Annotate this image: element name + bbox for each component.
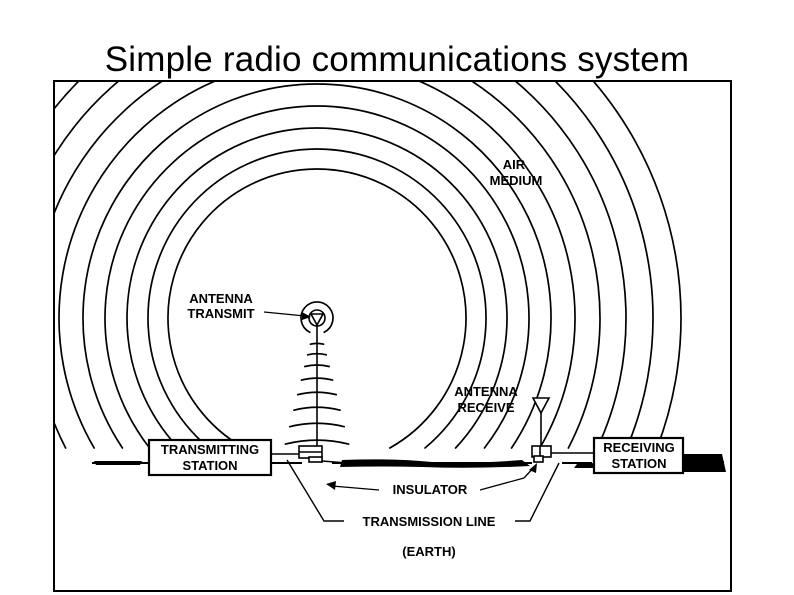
insulator-label: INSULATOR [393,482,468,497]
insulator-arrowhead-left [326,481,336,490]
feed-lines [271,452,594,464]
radio-wave-ring [147,148,487,449]
insulator-arrowhead-right [529,463,537,473]
transmit-insulator [298,445,323,463]
antenna-transmit-label: TRANSMIT [187,306,254,321]
receive-antenna [531,397,551,446]
radio-wave-ring [55,82,654,449]
receive-insulator [531,445,552,463]
transmit-antenna [308,309,326,448]
transmitting-station-label: STATION [182,458,237,473]
radio-wave-ring [104,105,530,449]
radio-wave-ring [300,301,334,334]
antenna-receive-label: RECEIVE [457,400,514,415]
antenna-receive-label: ANTENNA [454,384,518,399]
air-medium-label: MEDIUM [490,173,543,188]
transmitting-station-label: TRANSMITTING [161,442,259,457]
transmitting-station-box [147,438,273,477]
earth-label: (EARTH) [402,544,455,559]
receiving-station-label: RECEIVING [603,440,675,455]
radio-wave-ring [82,83,552,449]
radio-wave-ring [55,82,601,449]
slide-title: Simple radio communications system [104,40,690,79]
radio-wave-ring [167,168,467,449]
radio-wave-ring [58,82,576,449]
transmission-line-bracket [286,459,560,522]
transmission-line-label: TRANSMISSION LINE [363,514,496,529]
antenna-transmit-label: ANTENNA [189,291,253,306]
earth-ground-surface [92,454,726,472]
radio-wave-ring [592,82,682,449]
receiving-station-label: STATION [611,456,666,471]
radio-wave-ring [126,127,508,449]
radio-wave-ring [55,82,627,449]
radio-wave-rings [55,82,682,449]
air-medium-label: AIR [503,157,526,172]
radio-system-diagram: TRANSMITTING STATION RECEIVING STATION [55,82,726,559]
antenna-transmit-leader-arrow [263,311,311,320]
diagram-frame: TRANSMITTING STATION RECEIVING STATION [53,80,732,592]
receiving-station-box [592,436,685,475]
